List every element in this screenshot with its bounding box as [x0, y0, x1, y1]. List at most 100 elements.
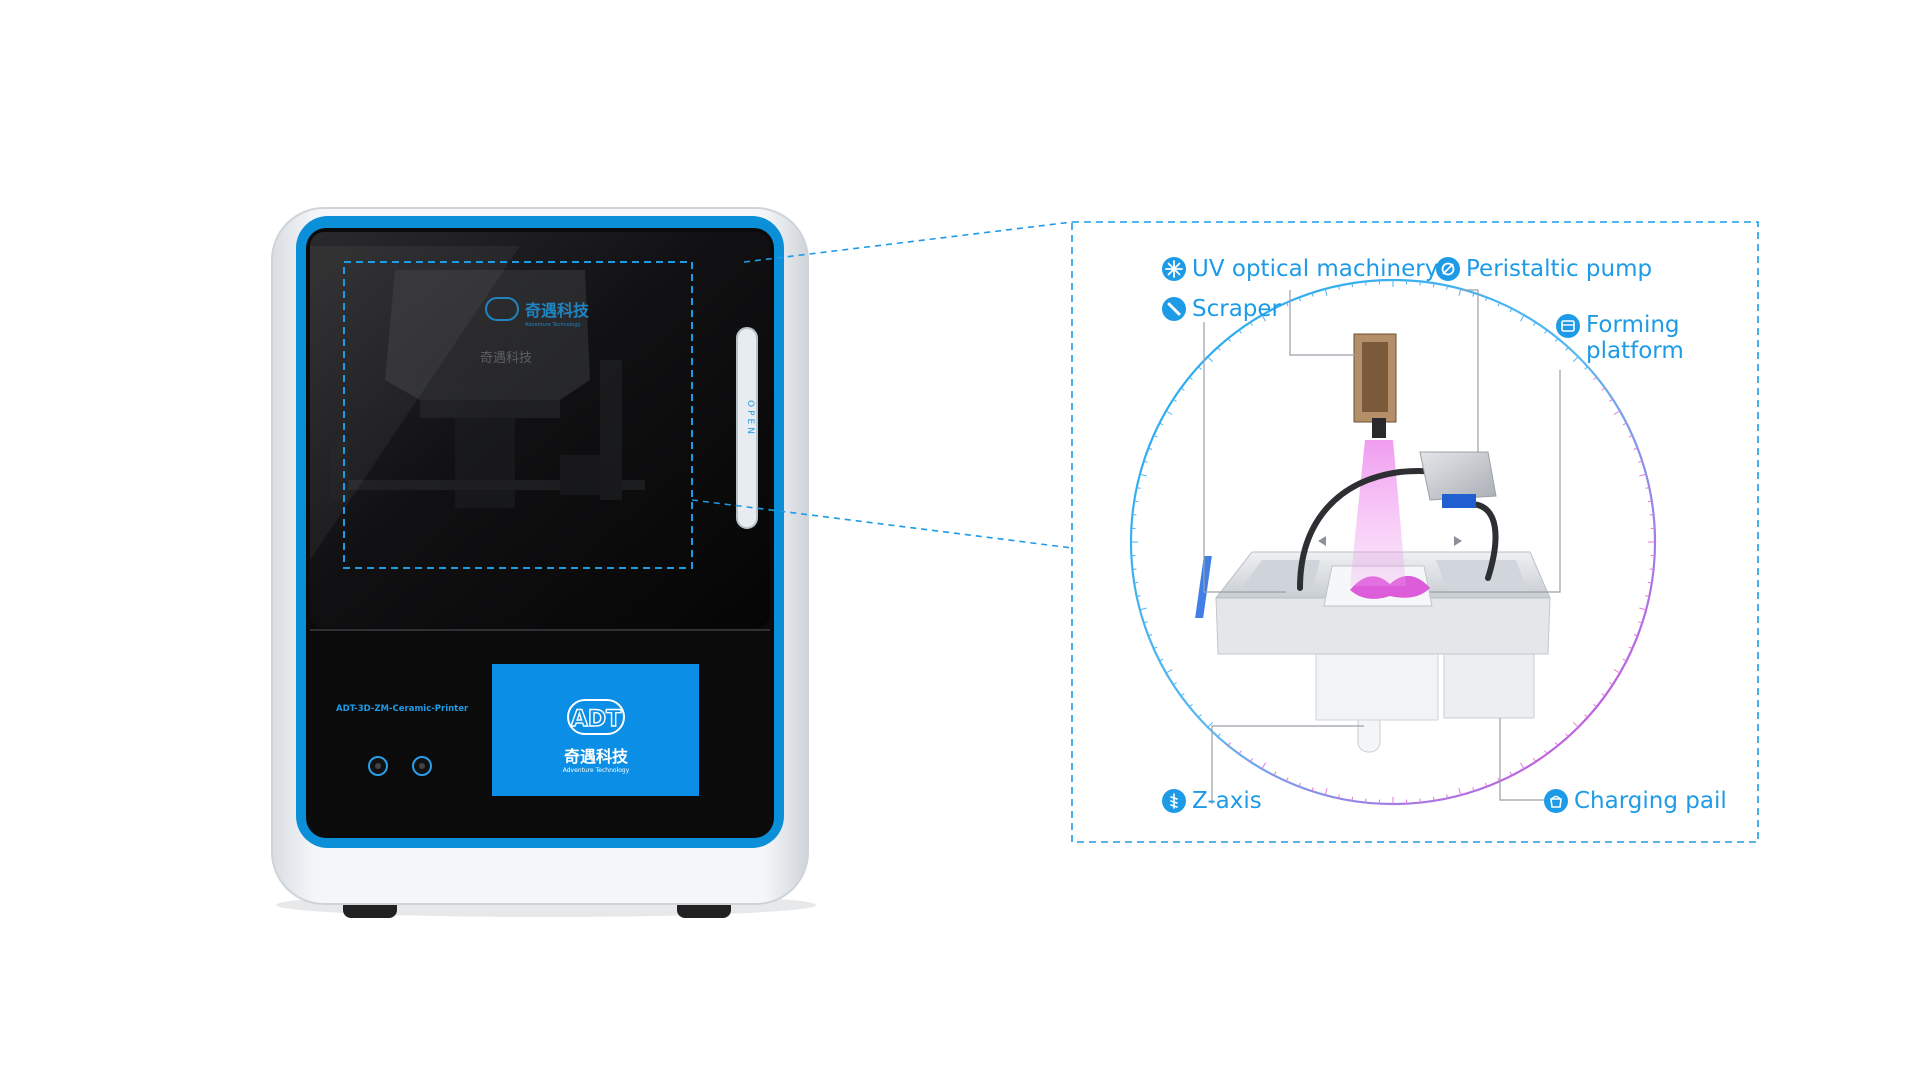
- ring-tick: [1628, 434, 1633, 438]
- screw-icon: [1162, 789, 1186, 814]
- ring-tick: [1134, 581, 1139, 584]
- ring-tick: [1593, 376, 1597, 380]
- ring-tick: [1338, 285, 1340, 290]
- scraper-arrow-right: [1454, 536, 1462, 546]
- callout-scraper: Scraper: [1162, 296, 1281, 322]
- ring-tick: [1639, 473, 1647, 477]
- ring-tick: [1285, 302, 1289, 307]
- callout-z-axis-label: Z-axis: [1192, 788, 1262, 814]
- callout-peristaltic-pump: Peristaltic pump: [1436, 256, 1652, 282]
- screen-logo: ADT 奇遇科技 Adventure Technology: [563, 699, 630, 774]
- ring-tick: [1458, 288, 1462, 296]
- ring-tick: [1173, 682, 1177, 686]
- zoom-connector-top: [743, 221, 1073, 263]
- ring-tick: [1544, 329, 1548, 334]
- pail-icon: [1544, 789, 1568, 814]
- ring-tick: [1261, 762, 1266, 770]
- ring-tick: [1165, 410, 1173, 415]
- pump-tube-right: [1467, 501, 1499, 581]
- ring-tick: [1509, 771, 1513, 776]
- ring-tick: [1261, 314, 1266, 322]
- ring-tick: [1472, 292, 1475, 297]
- control-knob-right[interactable]: [412, 756, 432, 776]
- callout-charging-pail-label: Charging pail: [1574, 788, 1727, 814]
- leader-lines: [1203, 289, 1561, 804]
- ring-tick: [1555, 742, 1559, 746]
- ring-tick: [1633, 447, 1638, 450]
- ring-tick: [1645, 487, 1650, 489]
- leader-pail: [1499, 718, 1548, 801]
- ring-tick: [1565, 733, 1569, 738]
- ring-tick: [1227, 742, 1231, 746]
- ring-tick: [1628, 646, 1633, 650]
- ring-tick: [1497, 302, 1501, 307]
- ring-ticks: [1131, 280, 1655, 804]
- ring-tick: [1136, 595, 1141, 597]
- ring-tick: [1638, 621, 1643, 624]
- tray-well-right: [1436, 560, 1528, 592]
- ring-tick: [1139, 607, 1147, 611]
- leader-uv: [1289, 290, 1356, 356]
- ring-tick: [1285, 777, 1289, 782]
- ring-tick: [1249, 322, 1253, 326]
- leader-z-axis: [1211, 725, 1364, 804]
- ring-tick: [1197, 714, 1202, 718]
- ring-tick: [1584, 714, 1589, 718]
- control-knob-left[interactable]: [368, 756, 388, 776]
- ring-tick: [1572, 721, 1579, 728]
- interior-cylinder-text: 奇遇科技: [480, 350, 532, 366]
- ring-tick: [1647, 581, 1652, 584]
- glass-reflection: [310, 246, 520, 560]
- ring-tick: [1432, 283, 1435, 288]
- interior-logo-cn: 奇遇科技: [525, 301, 590, 320]
- scraper-icon: [1162, 297, 1186, 322]
- pump-connector: [1442, 494, 1476, 508]
- platform-icon: [1556, 314, 1580, 338]
- door-handle[interactable]: [736, 327, 758, 529]
- ring-tick: [1136, 487, 1141, 489]
- ring-tick: [1238, 750, 1242, 755]
- callout-uv-optical: UV optical machinery: [1162, 256, 1438, 282]
- ring-tick: [1207, 356, 1214, 363]
- ring-tick: [1544, 750, 1548, 755]
- ring-tick: [1509, 308, 1513, 313]
- ring-tick: [1238, 329, 1242, 334]
- ring-tick: [1189, 376, 1193, 380]
- ring-tick: [1622, 658, 1627, 662]
- ring-tick: [1227, 338, 1231, 342]
- ring-tick: [1533, 758, 1537, 762]
- ring-tick: [1555, 338, 1559, 342]
- ring-tick: [1601, 387, 1606, 391]
- ring-tick: [1273, 308, 1277, 313]
- zoom-source-box: [343, 261, 693, 569]
- ring-tick: [1609, 682, 1613, 686]
- ring-tick: [1311, 292, 1314, 297]
- ring-tick: [1472, 787, 1475, 792]
- ring-tick: [1485, 782, 1488, 787]
- ring-tick: [1159, 422, 1164, 426]
- ring-tick: [1311, 787, 1314, 792]
- ceramic-printer-illustration: 奇遇科技 Adventure Technology 奇遇科技 OPEN ADT-…: [271, 207, 816, 918]
- sparkle-icon: [1162, 257, 1186, 282]
- touch-screen[interactable]: [492, 664, 699, 796]
- ring-tick: [1432, 796, 1435, 801]
- interior-logo: 奇遇科技 Adventure Technology 奇遇科技: [480, 297, 590, 366]
- ring-tick: [1565, 346, 1569, 351]
- ring-tick: [1134, 500, 1139, 503]
- zoom-connector-bottom: [691, 499, 1073, 549]
- ring-tick: [1497, 777, 1501, 782]
- callout-z-axis: Z-axis: [1162, 788, 1262, 814]
- ring-tick: [1159, 658, 1164, 662]
- uv-beam: [1350, 440, 1406, 586]
- ring-tick: [1338, 794, 1340, 799]
- ring-tick: [1622, 422, 1627, 426]
- callout-scraper-label: Scraper: [1192, 296, 1282, 322]
- callout-forming-platform-line2: platform: [1586, 338, 1684, 365]
- support-block-left: [1315, 649, 1439, 721]
- ring-tick: [1197, 366, 1202, 370]
- ring-tick: [1180, 693, 1185, 697]
- ring-tick: [1324, 788, 1328, 796]
- ring-tick: [1217, 733, 1221, 738]
- ring-tick: [1143, 460, 1148, 463]
